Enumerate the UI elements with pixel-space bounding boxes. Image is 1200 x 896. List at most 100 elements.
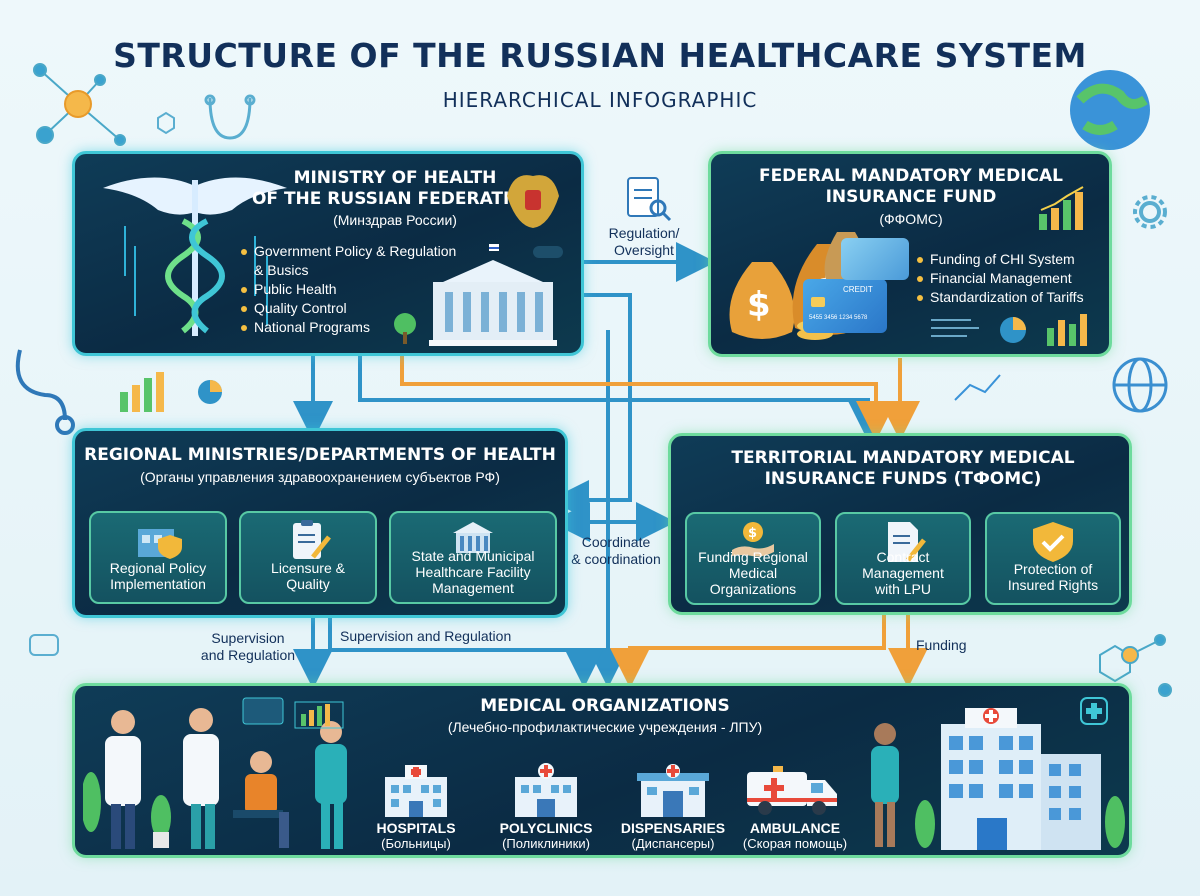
arrow-ministry-to-territorial [358,356,888,441]
hand-coin-icon: $ [732,522,774,557]
federal-item-1: Funding of CHI System [917,250,1107,269]
patient-figure [233,751,289,848]
regional-box-policy-label: Regional Policy Implementation [109,560,207,592]
arrow-ministry-orange [400,356,896,441]
org-polyclinics-russian: (Поликлиники) [502,836,590,851]
regional-title: REGIONAL MINISTRIES/DEPARTMENTS OF HEALT… [84,445,556,465]
ministry-panel: MINISTRY OF HEALTH OF THE RUSSIAN FEDERA… [72,151,584,356]
svg-text:$: $ [748,526,757,541]
stethoscope-left-icon [15,349,75,435]
caduceus-icon [103,177,287,336]
hospital-icon [385,765,447,817]
arrow-territorial-to-medical [610,615,886,688]
regional-box-licensure-label: Licensure & Quality [271,560,345,592]
government-building-icon [394,244,563,346]
territorial-box-protection: Protection of Insured Rights [985,512,1121,605]
stethoscope-icon [204,94,256,140]
territorial-box-contract-label: Contract Management with LPU [862,549,944,597]
territorial-box-protection-label: Protection of Insured Rights [1007,561,1099,593]
chart-deco-icon [120,372,222,412]
medical-panel: MEDICAL ORGANIZATIONS (Лечебно-профилакт… [72,683,1132,858]
federal-fund-panel: FEDERAL MANDATORY MEDICAL INSURANCE FUND… [708,151,1112,357]
page-title: STRUCTURE OF THE RUSSIAN HEALTHCARE SYST… [113,36,1087,75]
clipboard-pen-icon [293,520,331,559]
doctor-figure-2 [183,708,219,849]
federal-item-3: Standardization of Tariffs [917,288,1107,307]
page-subtitle: HIERARCHICAL INFOGRAPHIC [442,88,758,112]
ministry-russian: (Минздрав России) [333,212,457,228]
russian-emblem-icon [507,175,559,228]
globe-outline-icon [1112,357,1168,413]
ministry-item-3: Public Health [241,280,491,299]
territorial-box-funding: $ Funding Regional Medical Organizations [685,512,821,605]
pie-chart-icon [931,314,1087,346]
ambulance-icon [747,766,837,815]
nurse-tablet-figure [871,723,899,847]
card-back-icon [841,238,909,280]
org-hospitals-name: HOSPITALS [376,820,456,836]
nurse-figure [315,721,347,849]
globe-icon [1070,70,1150,150]
card-label: CREDIT [843,285,873,294]
territorial-box-contract: Contract Management with LPU [835,512,971,605]
medical-cross-badge-icon [1080,697,1108,725]
plant-icon [83,772,171,848]
credit-card-icon: CREDIT 5455 3456 1234 5678 [803,279,887,333]
gear-icon [1133,195,1167,229]
territorial-title: TERRITORIAL MANDATORY MEDICAL INSURANCE … [731,448,1075,489]
ministry-title: MINISTRY OF HEALTH OF THE RUSSIAN FEDERA… [251,168,539,209]
org-dispensaries-russian: (Диспансеры) [631,836,715,851]
shield-check-icon [1033,522,1073,562]
medical-russian: (Лечебно-профилактические учреждения - Л… [447,719,763,735]
org-ambulance-name: AMBULANCE [749,820,841,836]
org-hospitals-russian: (Больницы) [381,836,451,851]
regional-panel: REGIONAL MINISTRIES/DEPARTMENTS OF HEALT… [72,428,568,618]
pill-icon [29,634,59,656]
federal-item-2: Financial Management [917,269,1107,288]
regional-russian: (Органы управления здравоохранением субъ… [140,469,500,485]
federal-fund-russian: (ФФОМС) [879,211,943,227]
hexagon-icon [157,111,175,135]
regional-box-licensure: Licensure & Quality [239,511,377,604]
hospital-building-illustration [871,697,1125,850]
medical-staff-illustration [83,697,347,849]
territorial-box-funding-label: Funding Regional Medical Organizations [698,549,808,597]
molecule-icon [33,63,126,146]
document-pen-icon [888,522,926,562]
regional-box-facility-label: State and Municipal Healthcare Facility … [411,548,535,596]
territorial-panel: TERRITORIAL MANDATORY MEDICAL INSURANCE … [668,433,1132,615]
monitor-icon [242,697,344,729]
chart-line-icon [954,374,1001,401]
federal-fund-title: FEDERAL MANDATORY MEDICAL INSURANCE FUND [758,166,1064,207]
clipboard-icon [627,177,672,222]
label-funding: Funding [916,637,967,653]
label-coordination: Coordinate & coordination [571,534,661,567]
regional-box-facility: State and Municipal Healthcare Facility … [389,511,557,604]
label-supervision-left: Supervision and Regulation [200,630,296,663]
ministry-list: Government Policy & Regulation & Busics … [241,242,491,337]
federal-fund-list: Funding of CHI System Financial Manageme… [917,250,1107,307]
org-ambulance-russian: (Скорая помощь) [742,836,848,851]
bar-chart-icon [1039,186,1084,230]
arrow-regional-to-medical-mid [328,618,604,688]
arrow-ministry-loop-to-regional [549,293,632,520]
polyclinic-icon [515,763,577,817]
org-polyclinics-name: POLYCLINICS [499,820,593,836]
doctor-figure-1 [105,710,141,849]
ministry-item-4: Quality Control [241,299,491,318]
label-supervision-mid: Supervision and Regulation [340,628,512,644]
regional-box-policy: Regional Policy Implementation [89,511,227,604]
label-regulation: Regulation/ Oversight [608,225,680,258]
card-number: 5455 3456 1234 5678 [809,315,868,321]
dispensary-icon [637,764,709,817]
bank-building-icon [453,522,493,553]
medical-title: MEDICAL ORGANIZATIONS [480,696,730,716]
svg-text:$: $ [747,285,771,325]
org-dispensaries-name: DISPENSARIES [620,820,726,836]
ministry-item-1: Government Policy & Regulation [241,242,491,261]
molecule-right-icon [1099,634,1172,697]
ministry-item-5: National Programs [241,318,491,337]
ministry-item-2: & Busics [254,262,309,278]
building-shield-icon [138,529,182,559]
